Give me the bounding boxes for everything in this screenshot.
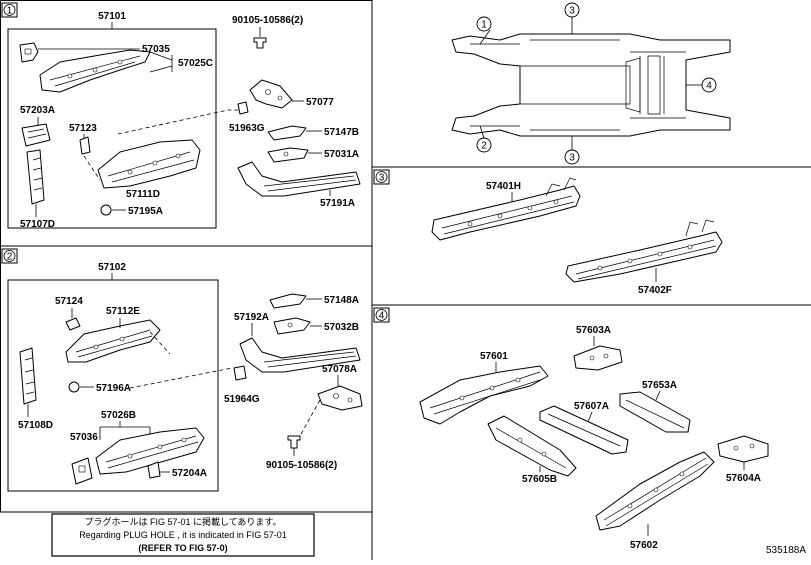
part-57196A-shape	[68, 381, 80, 393]
label-57112E: 57112E	[106, 306, 140, 317]
label-57601: 57601	[480, 351, 508, 362]
label-57101: 57101	[98, 11, 126, 22]
part-57401H-shape	[431, 185, 581, 241]
label-57196A: 57196A	[96, 383, 131, 394]
label-57607A: 57607A	[574, 401, 609, 412]
label-57191A: 57191A	[320, 198, 355, 209]
assembly-box-57101	[7, 28, 217, 229]
label-57124: 57124	[55, 296, 83, 307]
overview-callout-1: 1	[481, 20, 487, 31]
label-57204A: 57204A	[172, 468, 207, 479]
section-4-number: 4	[379, 311, 385, 322]
plug-hole-note: プラグホールは FIG 57-01 に掲載してあります。 Regarding P…	[51, 513, 315, 557]
assembly-box-57102	[7, 279, 219, 492]
section-4: 4 57603A 57601 57653A 57607A 57605B 5760	[373, 307, 769, 551]
part-57204A-shape	[147, 461, 161, 479]
part-51964G-shape	[233, 365, 247, 381]
section-1: 1 57101 57035 57025C 57203A 57107D 57123	[1, 2, 361, 230]
part-57078A-shape	[317, 385, 363, 411]
part-57203A-shape	[21, 123, 51, 147]
label-57402F: 57402F	[638, 285, 672, 296]
part-57191A-shape	[237, 161, 361, 197]
part-57192A-shape	[239, 337, 361, 373]
figure-id: 535188A	[766, 545, 806, 556]
part-57123-shape	[79, 136, 91, 155]
label-57111D: 57111D	[126, 189, 160, 200]
part-57108D-shape	[19, 347, 37, 405]
section-3: 3 57401H 57402F	[373, 169, 723, 296]
label-57031A: 57031A	[324, 149, 359, 160]
part-57026B-shape	[95, 427, 205, 475]
part-90105-lower-shape	[287, 435, 301, 449]
part-57653A-shape	[619, 391, 691, 433]
label-57653A: 57653A	[642, 380, 677, 391]
label-57195A: 57195A	[128, 206, 163, 217]
note-line-jp: プラグホールは FIG 57-01 に掲載してあります。	[84, 516, 281, 527]
label-57025C: 57025C	[178, 58, 213, 69]
label-57035: 57035	[142, 44, 170, 55]
label-57604A: 57604A	[726, 473, 761, 484]
part-51963G-shape	[237, 101, 249, 115]
note-line-en: Regarding PLUG HOLE , it is indicated in…	[79, 530, 287, 540]
part-57601-shape	[419, 365, 549, 425]
label-57078A: 57078A	[322, 364, 357, 375]
label-57147B: 57147B	[324, 127, 359, 138]
note-line-ref: (REFER TO FIG 57-0)	[138, 543, 227, 553]
label-57108D: 57108D	[18, 420, 53, 431]
overview-callout-2: 2	[481, 141, 487, 152]
label-57602: 57602	[630, 540, 658, 551]
label-57026B: 57026B	[101, 410, 136, 421]
part-57107D-shape	[26, 149, 45, 205]
section-2: 2 57102 57124 57112E 57196A 57108D 57026…	[1, 248, 363, 492]
section-1-number: 1	[7, 6, 13, 17]
label-57401H: 57401H	[486, 181, 521, 192]
label-51963G: 51963G	[229, 123, 265, 134]
section-3-number: 3	[379, 173, 385, 184]
overview-callout-4: 4	[706, 81, 712, 92]
label-51964G: 51964G	[224, 394, 260, 405]
label-57107D: 57107D	[20, 219, 55, 230]
label-57123: 57123	[69, 123, 97, 134]
part-57147B-shape	[267, 125, 307, 141]
part-57124-shape	[65, 317, 81, 331]
part-57195A-shape	[100, 204, 112, 216]
label-90105-lower: 90105-10586(2)	[266, 460, 337, 471]
frame-overview: 1 2 3 3 4	[451, 2, 731, 165]
label-57203A: 57203A	[20, 105, 55, 116]
part-57148A-shape	[269, 293, 307, 309]
label-57036: 57036	[70, 432, 98, 443]
label-57603A: 57603A	[576, 325, 611, 336]
label-57077: 57077	[306, 97, 334, 108]
part-57077-shape	[249, 79, 293, 109]
overview-callout-3-bottom: 3	[569, 153, 575, 164]
part-57603A-shape	[573, 345, 623, 371]
label-57605B: 57605B	[522, 474, 557, 485]
label-57102: 57102	[98, 262, 126, 273]
label-90105-upper: 90105-10586(2)	[232, 15, 303, 26]
section-2-number: 2	[7, 252, 13, 263]
label-57148A: 57148A	[324, 295, 359, 306]
overview-callout-3-top: 3	[569, 6, 575, 17]
label-57192A: 57192A	[234, 312, 269, 323]
part-57604A-shape	[717, 435, 769, 463]
label-57032B: 57032B	[324, 322, 359, 333]
part-90105-upper-shape	[253, 37, 267, 49]
